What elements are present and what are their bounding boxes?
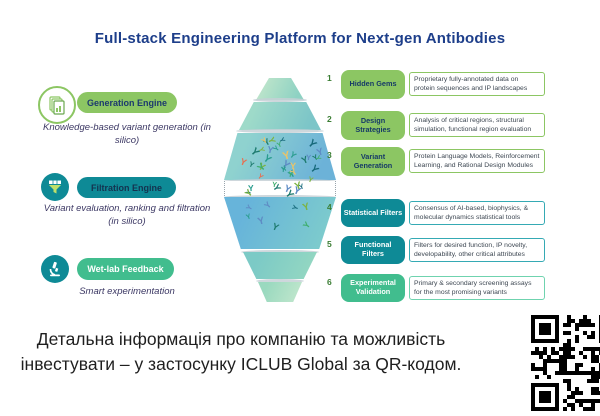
step-label-statistical-filters: Statistical Filters <box>341 199 405 227</box>
step-row-1: 1 Hidden Gems Proprietary fully-annotate… <box>327 70 545 99</box>
wetlab-feedback-group: Wet-lab Feedback <box>38 252 216 286</box>
footer-line-1: Детальна інформація про компанію та можл… <box>36 329 446 349</box>
qr-code <box>531 315 600 411</box>
step-label-functional-filters: Functional Filters <box>341 236 405 264</box>
step-label-hidden-gems: Hidden Gems <box>341 70 405 99</box>
funnel-selection-gap <box>224 181 336 196</box>
funnel-segment-6 <box>258 282 302 302</box>
filtration-engine-pill: Filtration Engine <box>77 177 176 198</box>
step-row-5: 5 Functional Filters Filters for desired… <box>327 236 545 264</box>
step-number: 3 <box>327 150 332 160</box>
antibody-glyph: Y <box>256 215 266 228</box>
microscope-icon <box>41 255 69 283</box>
step-description: Analysis of critical regions, structural… <box>409 113 545 137</box>
antibody-glyph: Y <box>287 149 299 161</box>
funnel-segment-3 <box>224 133 336 180</box>
step-number: 5 <box>327 239 332 249</box>
step-row-2: 2 Design Strategies Analysis of critical… <box>327 111 545 140</box>
footer-text: Детальна інформація про компанію та можл… <box>6 327 476 378</box>
antibody-glyph: Y <box>244 203 255 213</box>
antibody-glyph: Y <box>300 219 313 231</box>
antibody-glyph: Y <box>289 203 301 212</box>
filtration-engine-group: Filtration Engine <box>38 170 216 204</box>
step-description: Protein Language Models, Reinforcement L… <box>409 149 545 173</box>
antibody-glyph: Y <box>301 201 312 214</box>
step-label-design-strategies: Design Strategies <box>341 111 405 140</box>
filtration-engine-caption: Variant evaluation, ranking and filtrati… <box>43 203 211 227</box>
generation-engine-pill: Generation Engine <box>77 92 177 113</box>
step-description: Consensus of AI-based, biophysics, & mol… <box>409 201 545 225</box>
documents-icon <box>38 86 76 124</box>
wetlab-feedback-caption: Smart experimentation <box>79 286 175 297</box>
step-number: 6 <box>327 277 332 287</box>
generation-engine-group: Generation Engine <box>38 86 216 124</box>
antibody-glyph: Y <box>247 159 256 170</box>
antibody-glyph: Y <box>306 174 315 186</box>
page-title: Full-stack Engineering Platform for Next… <box>94 30 506 47</box>
antibody-glyph: Y <box>238 155 249 168</box>
step-row-3: 3 Variant Generation Protein Language Mo… <box>327 147 545 176</box>
funnel-icon <box>41 173 69 201</box>
footer-line-2: інвестувати – у застосунку ICLUB Global … <box>20 354 462 375</box>
funnel-rim <box>256 279 304 283</box>
step-number: 1 <box>327 73 332 83</box>
step-label-experimental-validation: Experimental Validation <box>341 274 405 302</box>
funnel-segment-2 <box>239 102 321 130</box>
funnel-rim <box>253 98 307 102</box>
antibody-glyph: Y <box>244 211 253 222</box>
step-row-6: 6 Experimental Validation Primary & seco… <box>327 274 545 302</box>
step-number: 2 <box>327 114 332 124</box>
antibody-glyph: Y <box>261 199 274 212</box>
antibody-glyph: Y <box>256 145 268 154</box>
antibody-glyph: Y <box>280 164 286 174</box>
antibody-glyph: Y <box>270 220 281 234</box>
step-label-variant-generation: Variant Generation <box>341 147 405 176</box>
step-description: Filters for desired function, IP novelty… <box>409 238 545 262</box>
generation-engine-caption: Knowledge-based variant generation (in s… <box>43 122 211 146</box>
wetlab-feedback-pill: Wet-lab Feedback <box>77 258 174 280</box>
step-row-4: 4 Statistical Filters Consensus of AI-ba… <box>327 199 545 227</box>
step-description: Primary & secondary screening assays for… <box>409 276 545 300</box>
funnel-rim <box>236 129 324 133</box>
antibody-glyph: Y <box>289 160 297 171</box>
step-description: Proprietary fully-annotated data on prot… <box>409 72 545 96</box>
funnel-segment-4 <box>224 197 336 249</box>
funnel-segment-5 <box>243 252 317 279</box>
funnel-segment-1 <box>256 78 304 100</box>
funnel-rim <box>224 178 336 183</box>
antibody-glyph: Y <box>291 184 302 198</box>
step-number: 4 <box>327 202 332 212</box>
